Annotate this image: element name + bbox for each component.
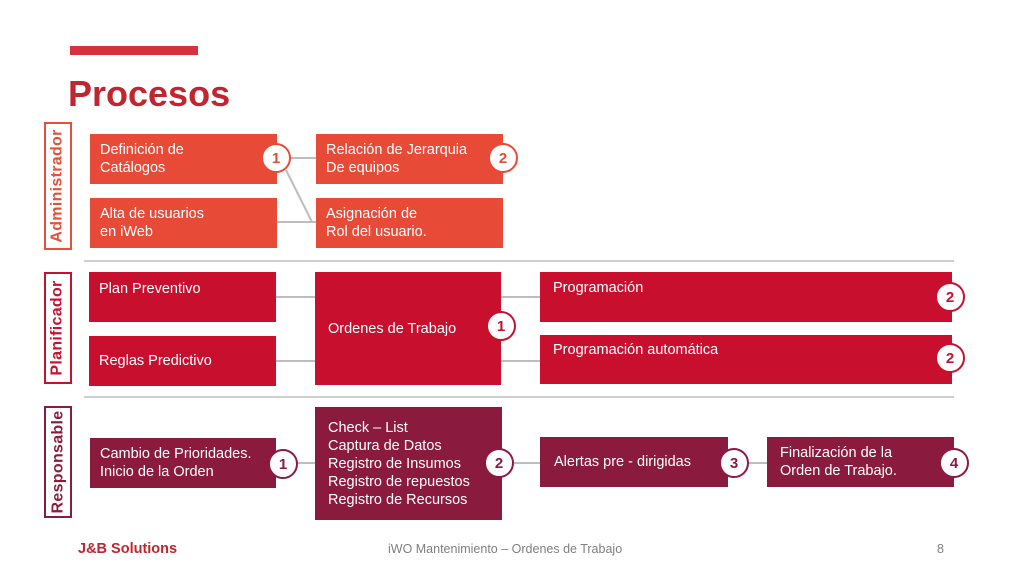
step-badge-automatica: 2 — [935, 343, 965, 373]
step-badge-checklist: 2 — [484, 448, 514, 478]
title-accent-bar — [70, 46, 198, 55]
role-label-responsible: Responsable — [44, 406, 72, 518]
process-box-checklist[interactable]: Check – List Captura de Datos Registro d… — [315, 407, 502, 520]
role-label-admin: Administrador — [44, 122, 72, 250]
process-box-predictivo[interactable]: Reglas Predictivo — [89, 336, 276, 386]
footer-page-number: 8 — [937, 542, 944, 556]
process-box-finalizacion[interactable]: Finalización de la Orden de Trabajo. — [767, 437, 954, 487]
footer-brand: J&B Solutions — [78, 541, 178, 557]
section-divider-planner — [84, 396, 954, 398]
step-badge-jerarquia: 2 — [488, 143, 518, 173]
process-box-jerarquia[interactable]: Relación de Jerarquia De equipos — [316, 134, 503, 184]
role-label-planner: Planificador — [44, 272, 72, 384]
process-box-programacion[interactable]: Programación — [540, 272, 952, 322]
section-divider-admin — [84, 260, 954, 262]
page-title: Procesos — [68, 73, 231, 114]
connector-catalogos-rol — [285, 169, 313, 223]
process-box-rol[interactable]: Asignación de Rol del usuario. — [316, 198, 503, 248]
process-box-prioridades[interactable]: Cambio de Prioridades. Inicio de la Orde… — [90, 438, 276, 488]
step-badge-finalizacion: 4 — [939, 448, 969, 478]
process-box-catalogos[interactable]: Definición de Catálogos — [90, 134, 277, 184]
step-badge-catalogos: 1 — [261, 143, 291, 173]
step-badge-prioridades: 1 — [268, 449, 298, 479]
process-box-automatica[interactable]: Programación automática — [540, 335, 952, 384]
process-box-usuarios[interactable]: Alta de usuarios en iWeb — [90, 198, 277, 248]
step-badge-alertas: 3 — [719, 448, 749, 478]
process-box-preventivo[interactable]: Plan Preventivo — [89, 272, 276, 322]
step-badge-programacion: 2 — [935, 282, 965, 312]
step-badge-ordenes: 1 — [486, 311, 516, 341]
footer-center-text: iWO Mantenimiento – Ordenes de Trabajo — [388, 542, 623, 556]
process-box-ordenes[interactable]: Ordenes de Trabajo — [315, 272, 501, 385]
process-box-alertas[interactable]: Alertas pre - dirigidas — [540, 437, 728, 487]
